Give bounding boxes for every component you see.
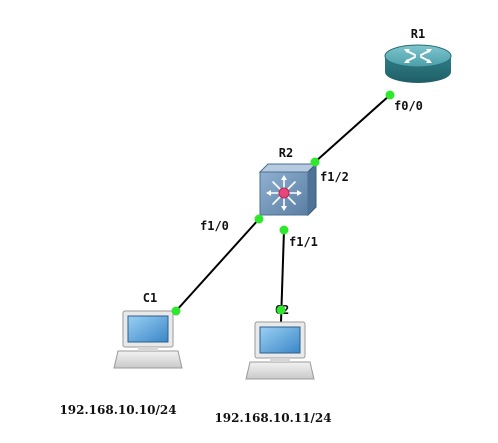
port-label-r1-f0-0: f0/0 [394, 99, 423, 113]
router-icon [384, 44, 452, 83]
switch-r2[interactable]: R2 [258, 146, 318, 217]
port-label-r2-f1-1: f1/1 [289, 235, 318, 249]
laptop-icon [245, 321, 315, 380]
port-label-r2-f1-2: f1/2 [320, 170, 349, 184]
ip-address-c1: 192.168.10.10/24 [59, 403, 176, 417]
port-labels: f0/0 f1/2 f1/0 f1/1 [200, 99, 423, 249]
port-dot-r1-f0-0[interactable] [385, 90, 395, 100]
link-r1-r2[interactable] [314, 94, 391, 163]
device-label-r2: R2 [279, 146, 293, 160]
router-r1[interactable]: R1 [384, 27, 452, 83]
port-dot-r2-f1-0[interactable] [254, 214, 264, 224]
port-dot-r2-f1-2[interactable] [310, 157, 320, 167]
host-c1[interactable]: C1 192.168.10.10/24 [59, 291, 183, 417]
port-label-r2-f1-0: f1/0 [200, 219, 229, 233]
port-dots [171, 90, 395, 316]
port-dot-c1[interactable] [171, 306, 181, 316]
ip-address-c2: 192.168.10.11/24 [214, 411, 331, 425]
device-label-r1: R1 [411, 27, 425, 41]
device-label-c1: C1 [143, 291, 157, 305]
host-c2[interactable]: C2 192.168.10.11/24 [214, 303, 331, 425]
port-dot-r2-f1-1[interactable] [279, 225, 289, 235]
port-dot-c2[interactable] [276, 305, 286, 315]
link-r2-c1[interactable] [175, 218, 260, 312]
laptop-icon [113, 310, 183, 369]
multilayer-switch-icon [258, 162, 318, 217]
